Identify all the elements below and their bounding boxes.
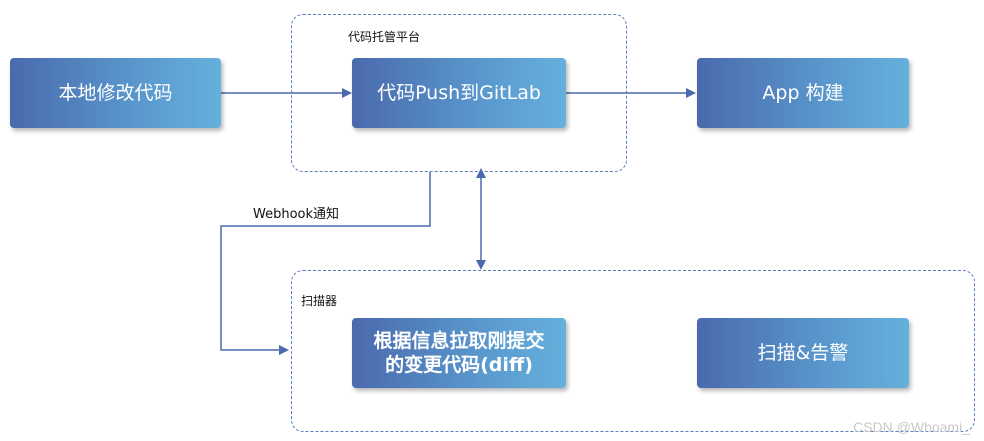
push-gitlab-text: 代码Push到GitLab bbox=[377, 82, 541, 104]
pull-diff-node: 根据信息拉取刚提交 的变更代码(diff) bbox=[352, 318, 566, 388]
watermark: CSDN @Whoami_ bbox=[853, 419, 970, 435]
pull-diff-text-line1: 根据信息拉取刚提交 bbox=[373, 330, 545, 352]
webhook-label: Webhook通知 bbox=[253, 207, 340, 222]
scan-alert-node: 扫描&告警 bbox=[697, 318, 909, 388]
pull-diff-text-line2: 的变更代码(diff) bbox=[385, 354, 533, 376]
hosting-platform-label: 代码托管平台 bbox=[348, 30, 421, 44]
app-build-text: App 构建 bbox=[762, 82, 844, 104]
app-build-node: App 构建 bbox=[697, 58, 909, 128]
local-edit-text: 本地修改代码 bbox=[58, 82, 173, 104]
local-edit-node: 本地修改代码 bbox=[10, 58, 221, 128]
scan-alert-text: 扫描&告警 bbox=[757, 342, 849, 364]
scanner-group bbox=[291, 270, 975, 432]
edge-webhook bbox=[220, 172, 431, 355]
push-gitlab-node: 代码Push到GitLab bbox=[352, 58, 566, 128]
scanner-label: 扫描器 bbox=[301, 294, 338, 308]
